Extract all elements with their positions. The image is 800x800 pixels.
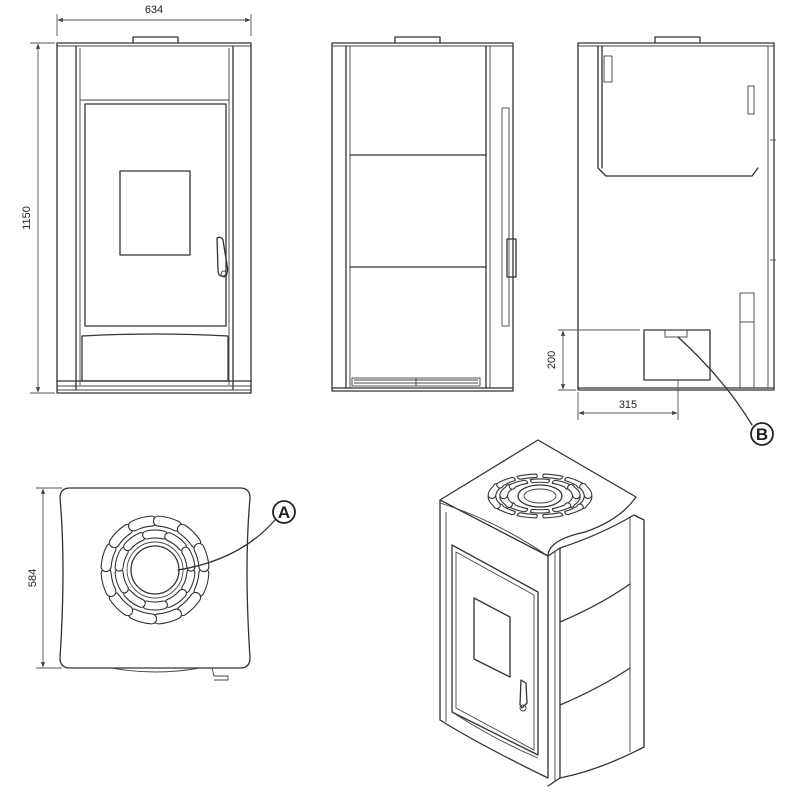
vent-slot xyxy=(551,479,572,490)
top-vent-slots-outer xyxy=(100,515,210,625)
vent-slot xyxy=(193,542,210,573)
vent-slot xyxy=(127,515,158,532)
vent-slot xyxy=(508,479,529,490)
outlet-offset-dimension: 315 xyxy=(577,380,679,420)
outlet-offset-label: 315 xyxy=(619,399,637,411)
height-label: 1150 xyxy=(21,206,33,230)
front-view xyxy=(56,36,252,394)
vent-slot xyxy=(542,512,564,519)
vent-slot xyxy=(123,532,146,552)
callout-b: B xyxy=(677,336,774,446)
isometric-vent-slots xyxy=(487,473,593,519)
vent-slot xyxy=(108,523,134,549)
top-vent-slots-inner xyxy=(114,529,196,611)
vent-slot xyxy=(176,523,202,549)
top-view xyxy=(59,487,251,681)
vent-slot xyxy=(114,546,129,572)
vent-slot xyxy=(164,532,187,552)
outlet-height-label: 200 xyxy=(546,351,558,369)
height-dimension: 1150 xyxy=(21,42,55,394)
vent-slot xyxy=(567,483,581,500)
vent-slot xyxy=(152,608,183,625)
vent-slot xyxy=(579,483,593,500)
vent-slot xyxy=(564,503,584,516)
callout-a: A xyxy=(177,500,296,571)
vent-slot xyxy=(530,478,550,484)
callout-a-label: A xyxy=(278,503,290,522)
width-label: 634 xyxy=(145,4,163,16)
vent-slot xyxy=(142,600,168,611)
vent-slot xyxy=(508,502,529,513)
vent-slot xyxy=(127,608,158,625)
vent-slot xyxy=(516,512,538,519)
vent-slot xyxy=(114,568,129,594)
vent-slot xyxy=(542,473,564,480)
vent-slot xyxy=(176,591,202,617)
vent-slot xyxy=(100,567,117,598)
side-view xyxy=(331,36,517,392)
vent-slot xyxy=(152,515,183,532)
depth-dimension: 584 xyxy=(27,487,62,669)
back-view xyxy=(577,36,776,391)
vent-slot xyxy=(100,542,117,573)
vent-slot xyxy=(108,591,134,617)
vent-slot xyxy=(516,473,538,480)
isometric-view xyxy=(439,439,645,787)
vent-slot xyxy=(142,529,168,540)
vent-slot xyxy=(530,508,550,514)
callout-b-label: B xyxy=(756,425,768,444)
vent-slot xyxy=(551,502,572,513)
vent-slot xyxy=(164,588,187,608)
vent-slot xyxy=(123,588,146,608)
outlet-height-dimension: 200 xyxy=(546,329,640,391)
width-dimension: 634 xyxy=(56,4,252,36)
depth-label: 584 xyxy=(27,569,39,587)
vent-slot xyxy=(496,476,516,489)
